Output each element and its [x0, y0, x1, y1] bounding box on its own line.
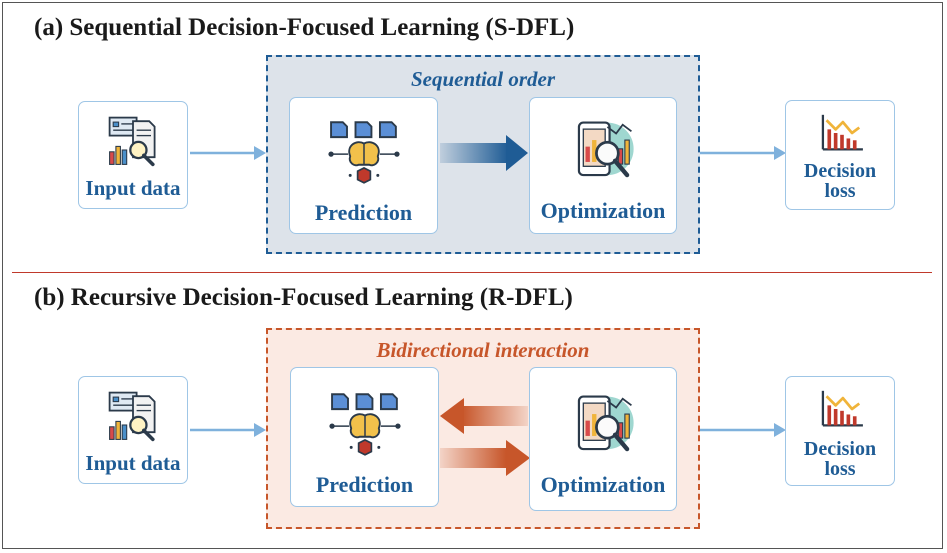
- panel-divider: [12, 272, 932, 273]
- optimization-box-a: Optimization: [529, 97, 677, 234]
- decision-loss-label: Decision loss: [786, 161, 894, 201]
- data-report-icon: [104, 389, 162, 443]
- input-data-label: Input data: [85, 176, 181, 200]
- decision-loss-line2: loss: [824, 458, 856, 480]
- arrow-group-to-loss-b: [700, 423, 786, 437]
- input-data-box-a: Input data: [78, 101, 188, 209]
- prediction-box-b: Prediction: [290, 367, 439, 507]
- declining-chart-icon: [819, 389, 865, 429]
- arrow-input-to-group-b: [190, 423, 266, 437]
- arrow-prediction-to-optimization: [440, 135, 528, 171]
- decision-loss-line1: Decision: [803, 438, 877, 460]
- optimization-label: Optimization: [540, 472, 666, 497]
- arrow-group-to-loss: [700, 146, 786, 160]
- arrow-prediction-to-optimization-b: [440, 440, 530, 476]
- data-analysis-icon: [568, 390, 638, 460]
- optimization-label: Optimization: [540, 198, 666, 223]
- decision-loss-box-b: Decision loss: [785, 376, 895, 486]
- decision-loss-line1: Decision: [803, 160, 877, 182]
- decision-loss-line2: loss: [824, 180, 856, 202]
- panel-b-title: (b) Recursive Decision-Focused Learning …: [34, 284, 573, 311]
- panel-a-title: (a) Sequential Decision-Focused Learning…: [34, 14, 575, 41]
- optimization-box-b: Optimization: [529, 367, 677, 511]
- arrow-input-to-group: [190, 146, 266, 160]
- sequential-order-label: Sequential order: [410, 67, 556, 91]
- bidirectional-interaction-label: Bidirectional interaction: [376, 338, 590, 362]
- prediction-box-a: Prediction: [289, 97, 438, 234]
- input-data-box-b: Input data: [78, 376, 188, 484]
- prediction-label: Prediction: [314, 200, 413, 225]
- prediction-label: Prediction: [315, 472, 414, 497]
- decision-loss-box-a: Decision loss: [785, 100, 895, 210]
- arrow-optimization-to-prediction: [440, 398, 528, 434]
- decision-loss-label: Decision loss: [786, 439, 894, 479]
- input-data-label: Input data: [85, 451, 181, 475]
- neural-brain-icon: [327, 390, 403, 458]
